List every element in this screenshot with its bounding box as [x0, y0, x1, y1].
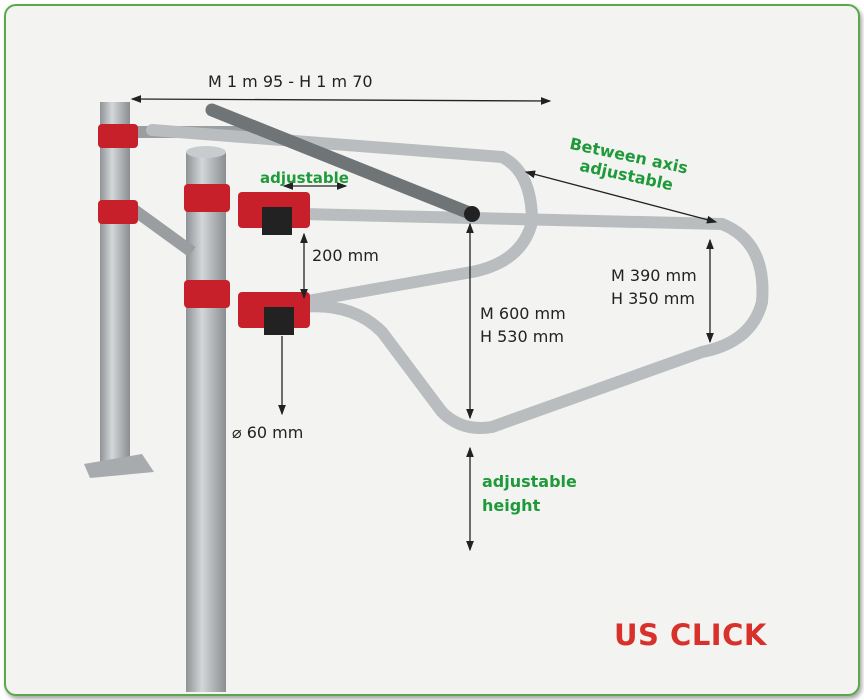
outer-height-label-m: M 600 mm: [480, 304, 566, 323]
brand-logo: US CLICK: [614, 618, 767, 652]
outer-height-label-h: H 530 mm: [480, 327, 564, 346]
rail-spacing-label: 200 mm: [312, 246, 379, 265]
adjustable-spacing-label: adjustable: [260, 169, 349, 187]
front-post: [186, 152, 226, 692]
rear-post: [100, 102, 130, 472]
adjustable-height-label-line2: height: [482, 496, 541, 515]
adjustable-height-label-line1: adjustable: [482, 472, 577, 491]
inner-height-label-m: M 390 mm: [611, 266, 697, 285]
tube-size-label: ⌀ 60 mm: [232, 423, 304, 442]
diagram-frame: M 1 m 95 - H 1 m 70 adjustable Between a…: [4, 4, 860, 696]
overall-length-label: M 1 m 95 - H 1 m 70: [208, 72, 373, 91]
cow-trainer-illustration: [84, 95, 769, 692]
inner-height-label-h: H 350 mm: [611, 289, 695, 308]
